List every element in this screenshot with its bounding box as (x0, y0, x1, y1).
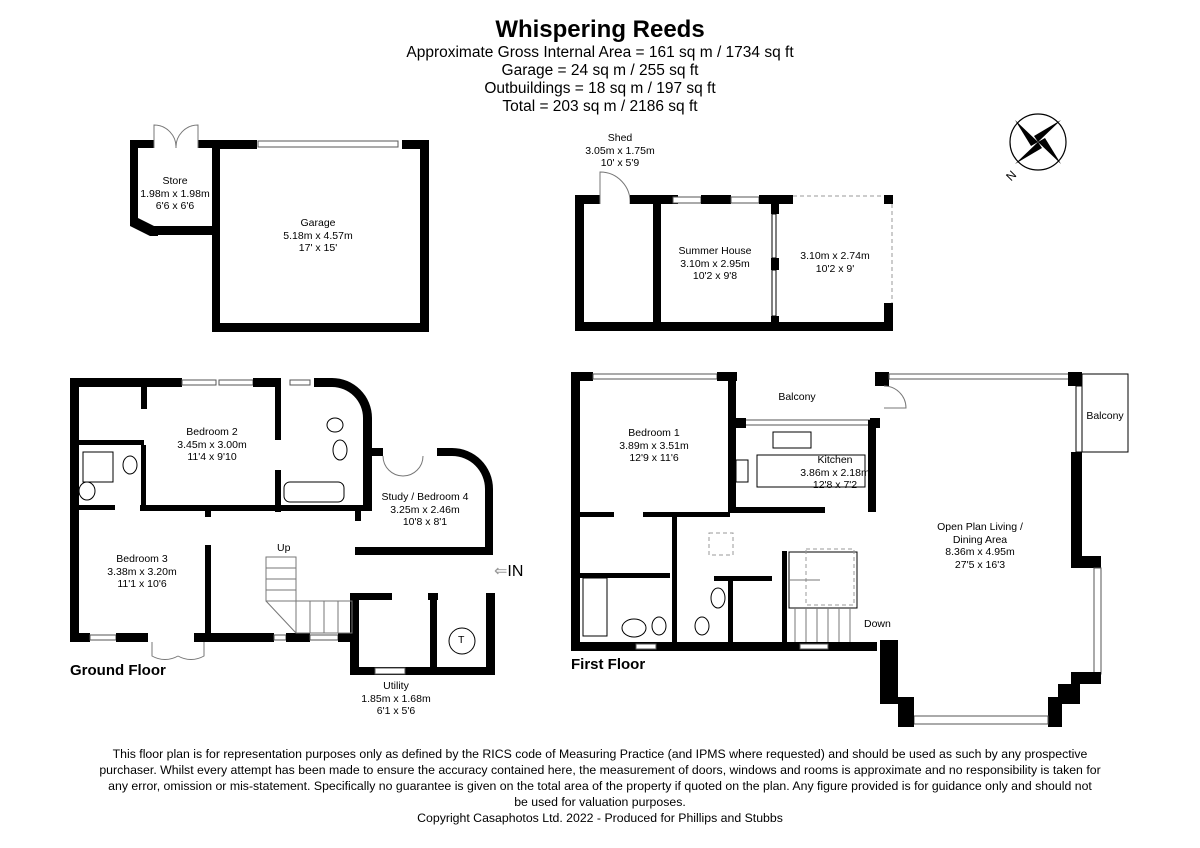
room-name: Balcony (778, 391, 816, 403)
room-imperial: 10'8 x 8'1 (402, 516, 448, 528)
room-imperial: 17' x 15' (298, 242, 338, 254)
gross-internal-area: Approximate Gross Internal Area = 161 sq… (406, 44, 794, 61)
room-metric: 1.98m x 1.98m (140, 187, 210, 200)
room-imperial: 27'5 x 16'3 (954, 558, 1006, 571)
disclaimer-line: any error, omission or mis-statement. Sp… (108, 779, 1092, 793)
room-imperial: 6'1 x 5'6 (376, 705, 416, 717)
arrow-left-icon: ⇐ (494, 563, 508, 580)
first-floor-label: First Floor (571, 656, 646, 673)
compass-north-icon: N (1003, 113, 1067, 182)
room-summer-house: Summer House 3.10m x 2.95m 10'2 x 9'8 (679, 245, 752, 283)
room-metric: 8.36m x 4.95m (945, 546, 1015, 558)
entrance-label: IN (507, 563, 524, 580)
room-metric: 3.86m x 2.18m (800, 466, 870, 479)
room-bedroom-3: Bedroom 3 3.38m x 3.20m 11'1 x 10'6 (107, 553, 176, 591)
disclaimer-line: be used for valuation purposes. (514, 795, 686, 809)
property-title: Whispering Reeds (495, 16, 705, 43)
room-name: Shed (607, 132, 633, 144)
room-name: Dining Area (952, 533, 1008, 546)
room-metric: 3.05m x 1.75m (585, 144, 655, 157)
room-utility: Utility 1.85m x 1.68m 6'1 x 5'6 (361, 680, 430, 718)
room-imperial: 11'1 x 10'6 (117, 578, 167, 590)
total-area: Total = 203 sq m / 2186 sq ft (502, 98, 698, 115)
room-imperial: 10'2 x 9'8 (692, 270, 738, 282)
room-name: Summer House (678, 245, 752, 257)
room-name: Kitchen (817, 454, 853, 466)
room-imperial: 6'6 x 6'6 (155, 200, 195, 212)
room-balcony-1: Balcony (778, 391, 815, 404)
room-name: Balcony (1086, 410, 1124, 422)
room-imperial: 12'9 x 11'6 (629, 452, 679, 464)
room-store: Store 1.98m x 1.98m 6'6 x 6'6 (140, 175, 209, 213)
room-garage: Garage 5.18m x 4.57m 17' x 15' (283, 217, 352, 255)
room-metric: 3.89m x 3.51m (619, 439, 689, 452)
copyright-line: Copyright Casaphotos Ltd. 2022 - Produce… (417, 811, 783, 825)
shed-summerhouse-building (575, 171, 893, 331)
disclaimer-line: This floor plan is for representation pu… (112, 747, 1088, 761)
water-cylinder-label: T (458, 634, 465, 646)
room-name: Bedroom 3 (116, 553, 168, 565)
disclaimer-line: purchaser. Whilst every attempt has been… (99, 763, 1101, 777)
garage-area: Garage = 24 sq m / 255 sq ft (501, 62, 699, 79)
room-name: Store (162, 175, 188, 187)
room-metric: 5.18m x 4.57m (283, 229, 353, 242)
room-imperial: 10'2 x 9' (815, 262, 855, 275)
store-garage-building (130, 124, 429, 332)
room-metric: 3.10m x 2.95m (680, 257, 750, 270)
first-floor-plan (571, 372, 1129, 727)
room-study-bedroom-4: Study / Bedroom 4 3.25m x 2.46m 10'8 x 8… (382, 491, 469, 529)
room-kitchen: Kitchen 3.86m x 2.18m 12'8 x 7'2 (800, 454, 869, 492)
room-imperial: 11'4 x 9'10 (187, 451, 237, 463)
svg-text:N: N (1003, 168, 1019, 182)
room-open-plan-living: Open Plan Living / Dining Area 8.36m x 4… (937, 521, 1023, 571)
entrance-marker: ⇐IN (494, 561, 523, 581)
room-name: Utility (383, 680, 409, 692)
plan-header: Whispering Reeds Approximate Gross Inter… (0, 16, 1200, 116)
ground-floor-label: Ground Floor (70, 662, 166, 679)
room-summer-house-extension: 3.10m x 2.74m 10'2 x 9' (800, 250, 869, 275)
room-metric: 3.10m x 2.74m (800, 250, 870, 262)
room-name: Open Plan Living / (937, 521, 1023, 533)
room-name: Study / Bedroom 4 (381, 491, 469, 503)
room-bedroom-1: Bedroom 1 3.89m x 3.51m 12'9 x 11'6 (619, 427, 688, 465)
room-bedroom-2: Bedroom 2 3.45m x 3.00m 11'4 x 9'10 (177, 426, 246, 464)
room-imperial: 10' x 5'9 (600, 157, 640, 169)
room-shed: Shed 3.05m x 1.75m 10' x 5'9 (585, 132, 654, 170)
outbuildings-area: Outbuildings = 18 sq m / 197 sq ft (484, 80, 716, 97)
room-name: Garage (300, 217, 336, 229)
room-balcony-2: Balcony (1086, 410, 1123, 423)
room-imperial: 12'8 x 7'2 (812, 479, 858, 491)
room-metric: 1.85m x 1.68m (361, 692, 431, 705)
room-metric: 3.45m x 3.00m (177, 438, 247, 451)
disclaimer-footer: This floor plan is for representation pu… (0, 746, 1200, 826)
room-name: Bedroom 1 (628, 427, 680, 439)
room-name: Bedroom 2 (186, 426, 238, 438)
room-metric: 3.25m x 2.46m (390, 503, 460, 516)
stairs-up-label: Up (277, 542, 291, 554)
ground-floor-plan (70, 378, 495, 675)
stairs-down-label: Down (864, 618, 891, 630)
room-metric: 3.38m x 3.20m (107, 565, 177, 578)
